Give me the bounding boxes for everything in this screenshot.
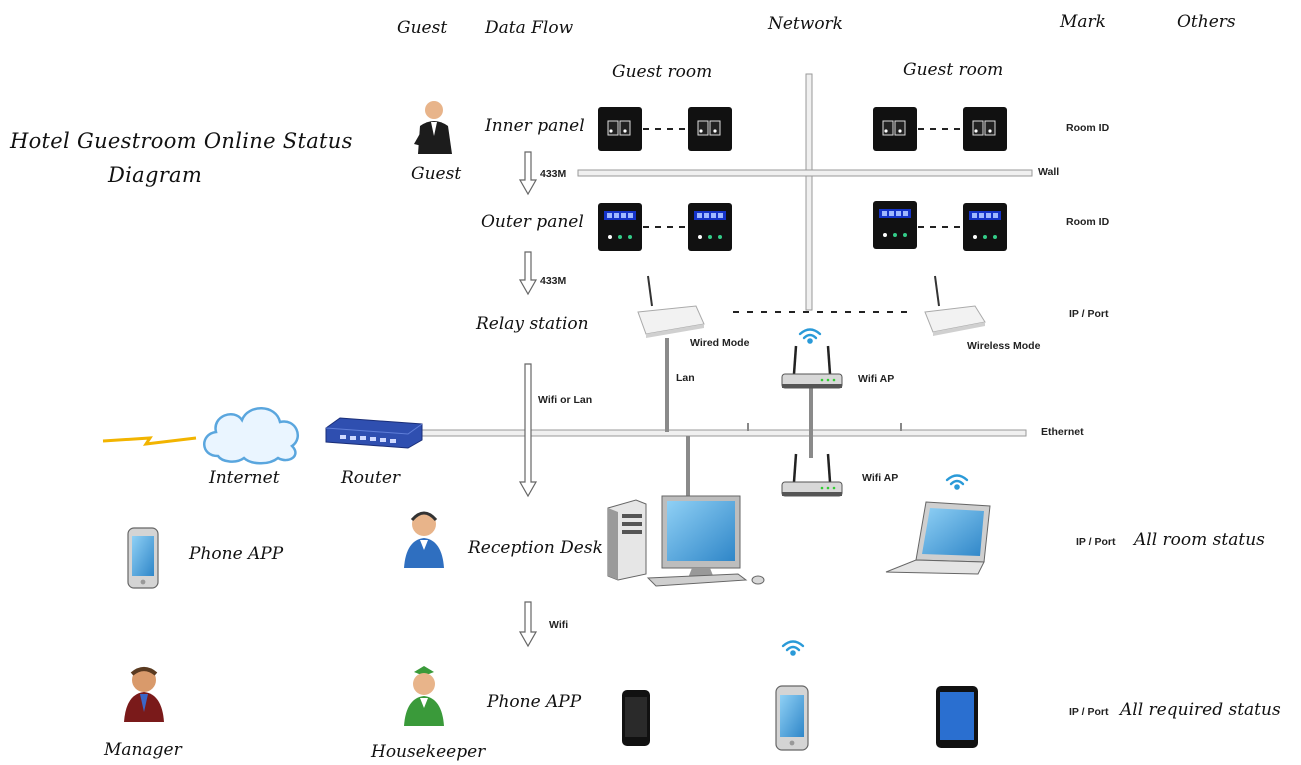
ap-link-line [809,388,813,458]
outer-panel-icon [963,203,1007,251]
internet-label: Internet [209,468,280,488]
outer-panel-icon [598,203,642,251]
inner-panel-label: Inner panel [485,116,585,136]
inner-panel-icon [598,107,642,151]
wall-line [577,169,1033,177]
all-room-status-label: All room status [1134,530,1265,550]
ip-port-mark: IP / Port [1069,308,1109,320]
router-label: Router [341,468,401,488]
wired-mode-label: Wired Mode [690,337,750,349]
relay-modem-wireless-icon [924,275,986,336]
flow-arrow [518,151,538,196]
diagram-title-line1: Hotel Guestroom Online Status [10,129,353,153]
outer-panel-icon [688,203,732,251]
housekeeper-icon [404,666,444,726]
smartphone-icon [775,685,809,751]
wifi-signal-icon [945,474,969,490]
internet-cloud-icon [203,407,299,465]
ethernet-tick [747,423,749,431]
ip-port-mark: IP / Port [1076,536,1116,548]
inner-panel-icon [873,107,917,151]
wifi-ap-icon [781,453,843,497]
link-wifi-or-lan-label: Wifi or Lan [538,394,593,406]
reception-desk-label: Reception Desk [468,538,603,558]
inner-panel-icon [963,107,1007,151]
laptop-icon [885,501,991,575]
monitor-icon [661,495,741,578]
receptionist-icon [404,511,444,568]
wireless-mode-label: Wireless Mode [967,340,1041,352]
diagram-title-line2: Diagram [108,163,203,187]
ethernet-tick [900,423,902,431]
wifi-signal-icon [798,328,822,344]
wall-label: Wall [1038,166,1060,178]
tablet-icon [936,686,978,748]
guest-room-left-label: Guest room [612,62,713,82]
wifi-ap-label: Wifi AP [862,472,899,484]
relay-station-label: Relay station [476,314,589,334]
guest-person-icon [414,101,452,154]
network-line [805,73,813,311]
link-lan-label: Lan [676,372,695,384]
header-data-flow: Data Flow [485,18,574,38]
outer-panel-icon [873,201,917,249]
staff-phone-app-label: Phone APP [487,692,582,712]
wifi-ap-icon [781,345,843,389]
pc-link-line [686,436,690,498]
header-others: Others [1177,12,1236,32]
wifi-ap-label: Wifi AP [858,373,895,385]
header-guest: Guest [397,18,448,38]
router-icon [325,417,423,449]
link-433m-label: 433M [540,275,567,287]
ethernet-line [419,429,1027,437]
ip-port-mark: IP / Port [1069,706,1109,718]
flow-arrow [518,601,538,648]
header-mark: Mark [1060,12,1106,32]
inner-panel-icon [688,107,732,151]
header-network: Network [768,14,843,34]
keyboard-icon [646,573,765,587]
room-id-mark: Room ID [1066,122,1110,134]
desktop-tower-icon [607,499,647,581]
smartphone-icon [127,527,159,589]
lan-line [665,338,669,432]
lightning-icon [102,436,197,446]
smartphone-black-icon [622,690,650,746]
link-wifi-label: Wifi [549,619,569,631]
flow-arrow-long [518,363,538,498]
manager-phone-app-label: Phone APP [189,544,284,564]
guest-label: Guest [411,164,462,184]
manager-icon [124,667,164,722]
room-id-mark: Room ID [1066,216,1110,228]
housekeeper-label: Housekeeper [371,742,486,762]
ethernet-label: Ethernet [1041,426,1084,438]
flow-arrow [518,251,538,296]
wifi-signal-icon [781,640,805,656]
guest-room-right-label: Guest room [903,60,1004,80]
relay-modem-wired-icon [637,275,705,338]
manager-label: Manager [104,740,182,760]
link-433m-label: 433M [540,168,567,180]
all-required-status-label: All required status [1120,700,1281,720]
outer-panel-label: Outer panel [481,212,584,232]
